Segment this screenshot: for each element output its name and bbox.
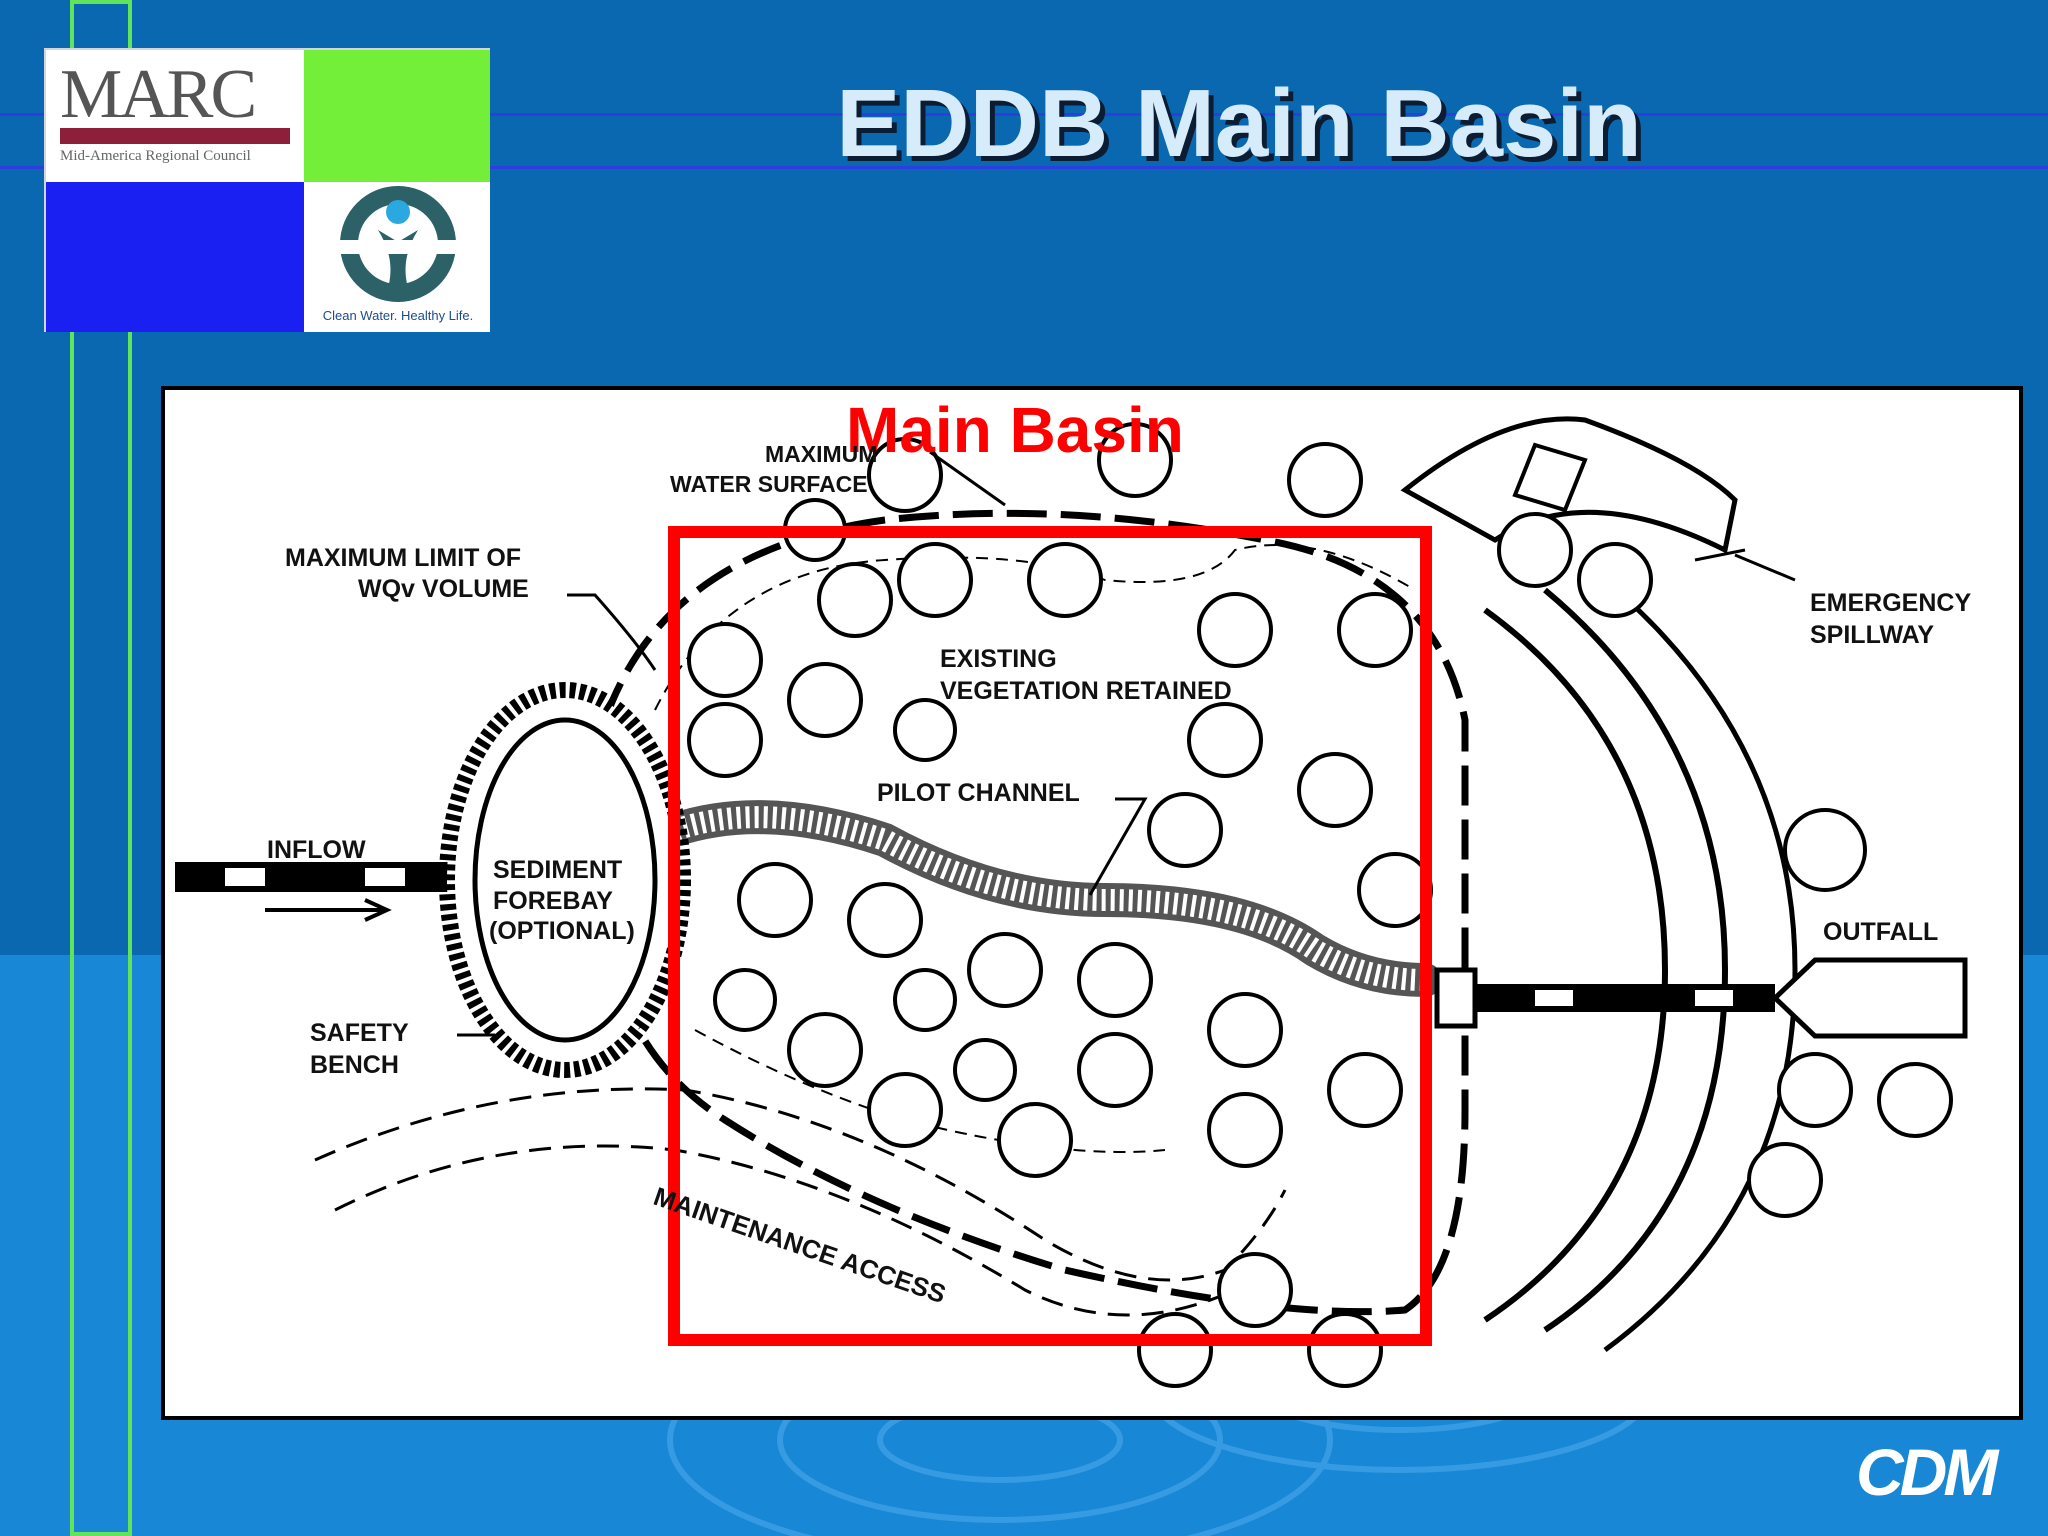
blue-horizontal-accent bbox=[0, 113, 2048, 169]
tree-icon bbox=[893, 698, 957, 762]
tree-icon bbox=[1747, 1142, 1823, 1218]
tree-icon bbox=[967, 932, 1043, 1008]
existing-vegetation-label-2: VEGETATION RETAINED bbox=[940, 677, 1232, 705]
tree-icon bbox=[787, 662, 863, 738]
forebay-label-3: (OPTIONAL) bbox=[489, 917, 635, 945]
tree-icon bbox=[1497, 512, 1573, 588]
main-basin-caption: Main Basin bbox=[846, 394, 1184, 466]
basin-diagram: Main Basin MAXIMUM WATER SURFACE MAXIMUM… bbox=[161, 386, 2023, 1420]
tree-icon bbox=[953, 1038, 1017, 1102]
emergency-spillway bbox=[1400, 416, 1738, 554]
tree-icon bbox=[1307, 1312, 1383, 1388]
marc-logo-bar bbox=[60, 128, 290, 144]
leader-line bbox=[1088, 797, 1148, 896]
inflow-label: INFLOW bbox=[267, 836, 366, 864]
inflow-pipe bbox=[175, 862, 475, 892]
sediment-forebay bbox=[472, 717, 658, 1043]
tree-icon bbox=[1327, 1052, 1403, 1128]
existing-vegetation-label: EXISTING bbox=[940, 645, 1057, 673]
inflow-arrow bbox=[265, 898, 392, 922]
tree-icon bbox=[897, 542, 973, 618]
trees bbox=[687, 422, 1953, 1388]
main-basin-highlight bbox=[668, 526, 1432, 1346]
tree-icon bbox=[1097, 422, 1173, 498]
tree-icon bbox=[1147, 792, 1223, 868]
tree-icon bbox=[713, 968, 777, 1032]
forebay-label: SEDIMENT bbox=[493, 856, 623, 884]
tree-icon bbox=[1297, 752, 1373, 828]
emergency-spillway-label: EMERGENCY bbox=[1810, 589, 1972, 617]
tree-icon bbox=[1217, 1252, 1293, 1328]
tree-icon bbox=[1187, 702, 1263, 778]
tree-icon bbox=[1137, 1312, 1213, 1388]
tree-icon bbox=[687, 702, 763, 778]
max-limit-label-2: WQv VOLUME bbox=[358, 575, 529, 603]
outfall-apron bbox=[1771, 957, 1968, 1039]
tree-icon bbox=[1777, 1052, 1853, 1128]
tree-icon bbox=[997, 1102, 1073, 1178]
tree-icon bbox=[817, 562, 893, 638]
cdm-logo: CDM bbox=[1856, 1435, 1998, 1509]
embankment-back bbox=[1603, 578, 1798, 1353]
max-water-surface-label-2: WATER SURFACE bbox=[670, 471, 868, 497]
marc-logo-text: MARC bbox=[60, 56, 257, 133]
max-water-surface-line bbox=[601, 509, 1469, 1316]
logo-green-square bbox=[304, 50, 490, 182]
basin-drawing bbox=[175, 416, 1968, 1388]
leader-line bbox=[567, 593, 657, 671]
tree-icon bbox=[1337, 592, 1413, 668]
tree-icon bbox=[847, 882, 923, 958]
max-limit-label: MAXIMUM LIMIT OF bbox=[285, 544, 522, 572]
tree-icon bbox=[1877, 1062, 1953, 1138]
emergency-spillway-label-2: SPILLWAY bbox=[1810, 621, 1935, 649]
maintenance-access-path-lower bbox=[334, 1144, 1236, 1317]
tree-icon bbox=[687, 622, 763, 698]
tree-icon bbox=[1783, 808, 1867, 892]
tree-icon bbox=[1077, 1032, 1153, 1108]
safety-bench-label-2: BENCH bbox=[310, 1051, 399, 1079]
leader-line bbox=[929, 450, 1006, 507]
spillway-arrow bbox=[1694, 548, 1746, 562]
tree-icon bbox=[1197, 592, 1273, 668]
tree-icon bbox=[1577, 542, 1653, 618]
tree-icon bbox=[1027, 542, 1103, 618]
tree-icon bbox=[1077, 942, 1153, 1018]
max-water-surface-label: MAXIMUM bbox=[765, 441, 878, 467]
tree-icon bbox=[893, 968, 957, 1032]
safety-bench-label: SAFETY bbox=[310, 1019, 409, 1047]
outfall-label: OUTFALL bbox=[1823, 918, 1939, 946]
pilot-channel-label: PILOT CHANNEL bbox=[877, 779, 1080, 807]
embankment-inner bbox=[1543, 587, 1729, 1333]
clean-water-logo: Clean Water. Healthy Life. bbox=[304, 182, 490, 332]
tree-icon bbox=[787, 1012, 863, 1088]
tree-icon bbox=[737, 862, 813, 938]
outfall-riser bbox=[1434, 967, 1478, 1029]
tree-icon bbox=[1207, 1092, 1283, 1168]
tree-icon bbox=[867, 437, 943, 513]
tree-icon bbox=[867, 1072, 943, 1148]
water-figure-icon bbox=[318, 186, 478, 302]
green-vertical-accent bbox=[70, 0, 132, 1536]
clean-water-tagline: Clean Water. Healthy Life. bbox=[322, 308, 474, 323]
tree-icon bbox=[1287, 442, 1363, 518]
marc-logo-subtitle: Mid-America Regional Council bbox=[60, 148, 251, 164]
tree-icon bbox=[1207, 992, 1283, 1068]
pilot-channel-texture bbox=[671, 806, 1426, 991]
forebay-label-2: FOREBAY bbox=[493, 887, 613, 915]
embankment-outer bbox=[1483, 607, 1669, 1323]
leader-line bbox=[1734, 553, 1796, 582]
logo-block: MARC Mid-America Regional Council Clean … bbox=[44, 48, 490, 332]
marc-logo: MARC Mid-America Regional Council bbox=[46, 50, 304, 182]
logo-blue-square bbox=[46, 182, 304, 332]
slide-title: EDDB Main Basin bbox=[836, 70, 1642, 177]
